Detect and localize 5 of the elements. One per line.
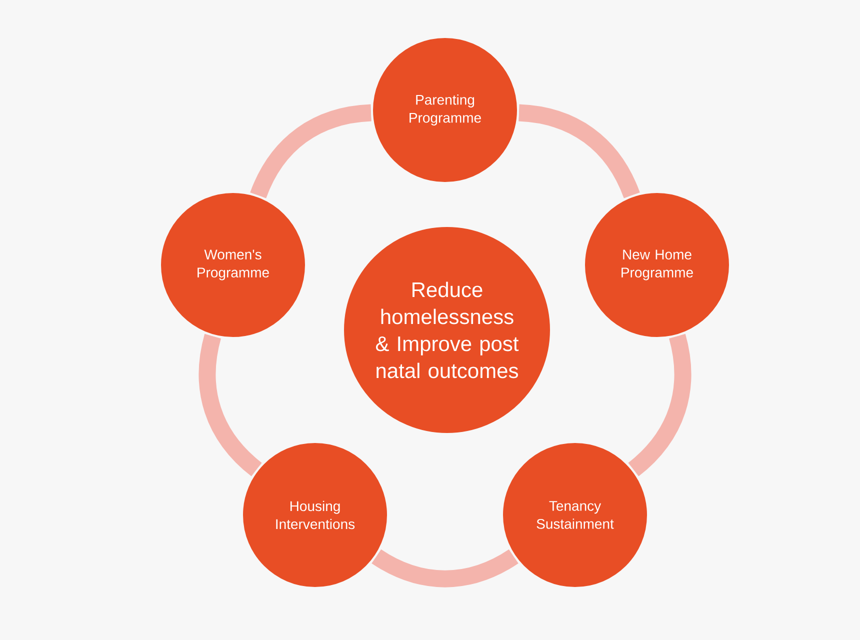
ring-arc bbox=[518, 104, 640, 199]
ring-arc bbox=[628, 334, 692, 476]
ring-arc bbox=[372, 549, 518, 588]
ring-arc bbox=[250, 104, 372, 199]
ring-arc bbox=[198, 334, 262, 476]
